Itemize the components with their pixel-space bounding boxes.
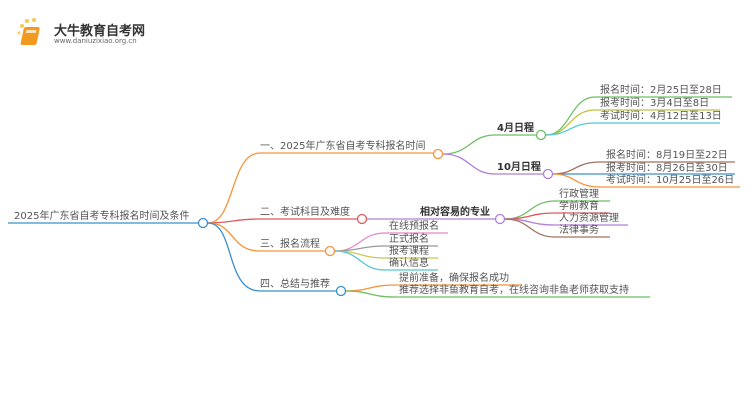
leaf[interactable]: 正式报名	[389, 234, 429, 245]
leaf[interactable]: 人力资源管理	[559, 213, 619, 224]
leaf[interactable]: 推荐选择非鱼教育自考，在线咨询非鱼老师获取支持	[399, 285, 629, 296]
october-schedule[interactable]: 10月日程	[497, 162, 541, 173]
leaf[interactable]: 报考课程	[389, 246, 429, 257]
leaf[interactable]: 报考时间：3月4日至8日	[600, 98, 710, 109]
leaf[interactable]: 考试时间：10月25日至26日	[606, 175, 735, 186]
branch-4[interactable]: 四、总结与推荐	[260, 279, 330, 290]
leaf[interactable]: 行政管理	[559, 189, 599, 200]
leaf[interactable]: 法律事务	[559, 225, 599, 236]
root-node[interactable]: 2025年广东省自考专科报名时间及条件	[14, 211, 190, 222]
april-schedule[interactable]: 4月日程	[497, 123, 534, 134]
logo-url: www.daniuzixiao.org.cn	[54, 37, 137, 45]
leaf[interactable]: 学前教育	[559, 201, 599, 212]
logo-title: 大牛教育自考网	[54, 24, 146, 39]
easy-majors[interactable]: 相对容易的专业	[420, 207, 490, 218]
leaf[interactable]: 报名时间：2月25日至28日	[600, 85, 722, 96]
branch-1[interactable]: 一、2025年广东省自考专科报名时间	[260, 141, 426, 152]
leaf[interactable]: 确认信息	[389, 258, 429, 269]
book-logo-icon	[17, 18, 40, 45]
leaf[interactable]: 报名时间：8月19日至22日	[606, 150, 728, 161]
leaf[interactable]: 在线预报名	[389, 221, 439, 232]
branch-2[interactable]: 二、考试科目及难度	[260, 207, 350, 218]
leaf[interactable]: 考试时间：4月12日至13日	[600, 111, 722, 122]
leaf[interactable]: 提前准备，确保报名成功	[399, 273, 509, 284]
leaf[interactable]: 报考时间：8月26日至30日	[606, 163, 728, 174]
branch-3[interactable]: 三、报名流程	[260, 239, 320, 250]
